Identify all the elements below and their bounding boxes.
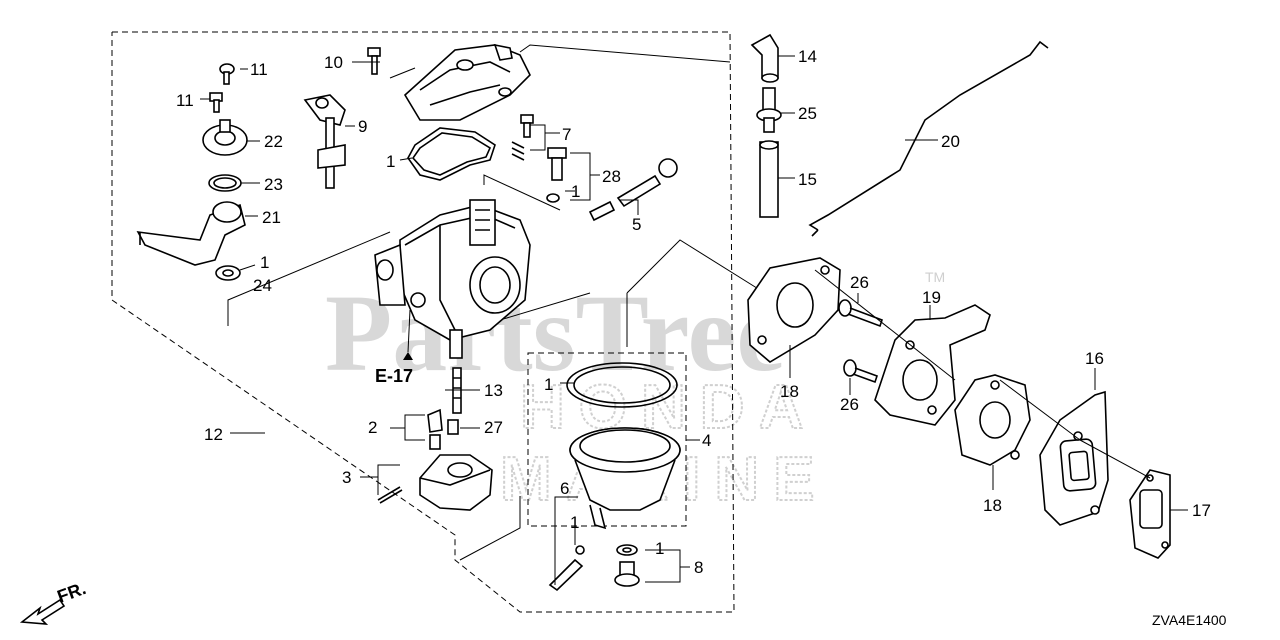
elbow-14 <box>750 33 779 83</box>
gasket-18-left <box>747 257 841 363</box>
callout-1-drain: 1 <box>570 513 579 532</box>
diagram-code: ZVA4E1400 <box>1152 612 1227 628</box>
callout-19: 19 <box>922 288 941 307</box>
front-direction-label: FR. <box>55 578 89 607</box>
ring-23-inner <box>213 177 237 189</box>
callout-6: 6 <box>560 479 569 498</box>
screw-11-lower <box>209 92 223 113</box>
callout-4: 4 <box>702 431 711 450</box>
control-rod-20 <box>808 40 1049 237</box>
bolt-26-lower <box>843 359 879 384</box>
callout-21: 21 <box>262 208 281 227</box>
connector-line <box>1079 439 1151 479</box>
callout-3: 3 <box>342 468 351 487</box>
reference-e17: E-17 <box>375 352 413 386</box>
holder-22 <box>202 119 248 156</box>
callout-26-upper: 26 <box>850 273 869 292</box>
float-valve-2 <box>427 408 443 450</box>
jet-27 <box>447 419 459 435</box>
float-chamber-4 <box>569 427 681 530</box>
bolt-26-upper <box>838 299 884 328</box>
air-guide-16 <box>1039 390 1109 526</box>
joint-25 <box>756 87 782 133</box>
callout-12: 12 <box>204 425 223 444</box>
connector-line <box>999 379 1081 441</box>
callout-1-oring: 1 <box>544 375 553 394</box>
callout-26-lower: 26 <box>840 395 859 414</box>
connector-line <box>483 174 561 211</box>
callout-1-gasket: 1 <box>386 152 395 171</box>
callout-2: 2 <box>368 418 377 437</box>
callout-18-right: 18 <box>983 496 1002 515</box>
callout-23: 23 <box>264 175 283 194</box>
callout-10: 10 <box>324 53 343 72</box>
gasket-top-inner <box>411 132 492 176</box>
screw-7 <box>511 114 534 161</box>
bolt-8 <box>614 544 640 587</box>
assembly-outline <box>111 31 735 613</box>
connector-line <box>459 496 521 561</box>
callout-1-left: 1 <box>260 253 269 272</box>
washer-24 <box>215 265 241 281</box>
callout-15: 15 <box>798 170 817 189</box>
callout-11-upper: 11 <box>250 60 268 79</box>
callout-7: 7 <box>562 125 571 144</box>
top-cover <box>403 43 531 121</box>
insulator-19 <box>874 304 991 426</box>
carburetor-body <box>374 199 531 359</box>
callout-25: 25 <box>798 104 817 123</box>
connector-line <box>626 239 761 294</box>
gasket-top <box>407 127 496 181</box>
connector-line <box>227 231 391 326</box>
callout-17: 17 <box>1192 501 1211 520</box>
callout-9: 9 <box>358 117 367 136</box>
callout-24: 24 <box>253 276 272 295</box>
callout-8: 8 <box>694 558 703 577</box>
callout-14: 14 <box>798 47 817 66</box>
reference-label: E-17 <box>375 366 413 386</box>
gasket-18-right <box>954 374 1031 466</box>
float-3 <box>377 454 493 511</box>
gasket-17 <box>1129 469 1171 559</box>
connector-line <box>499 292 591 321</box>
callout-16: 16 <box>1085 349 1104 368</box>
lever-21 <box>136 201 246 266</box>
drain-screw-6 <box>548 545 585 592</box>
callout-20: 20 <box>941 132 960 151</box>
callout-18-left: 18 <box>780 382 799 401</box>
watermark: PartsTree TM HONDA MARINE <box>325 269 945 515</box>
watermark-tm: TM <box>925 269 945 285</box>
callout-27: 27 <box>484 418 503 437</box>
choke-shaft-9 <box>303 94 346 189</box>
callout-13: 13 <box>484 381 503 400</box>
callout-5: 5 <box>632 215 641 234</box>
callout-labels: 10 11 11 22 9 23 21 1 24 1 7 28 1 5 14 2… <box>176 47 1211 577</box>
callout-22: 22 <box>264 132 283 151</box>
o-ring-1 <box>566 362 678 408</box>
callout-28: 28 <box>602 167 621 186</box>
pilot-screw-5 <box>588 158 678 222</box>
screw-10 <box>367 47 381 75</box>
screw-11-upper <box>219 63 235 85</box>
connector-line <box>519 44 731 63</box>
front-direction-arrow <box>19 598 66 625</box>
connector-line <box>389 67 416 79</box>
connector-line <box>814 269 956 381</box>
screw-28 <box>546 147 567 203</box>
callout-1-bolt: 1 <box>655 539 664 558</box>
leader-lines <box>200 55 1188 585</box>
callout-1-screw: 1 <box>571 182 580 201</box>
tube-15 <box>759 140 779 218</box>
callout-11-lower: 11 <box>176 91 194 110</box>
